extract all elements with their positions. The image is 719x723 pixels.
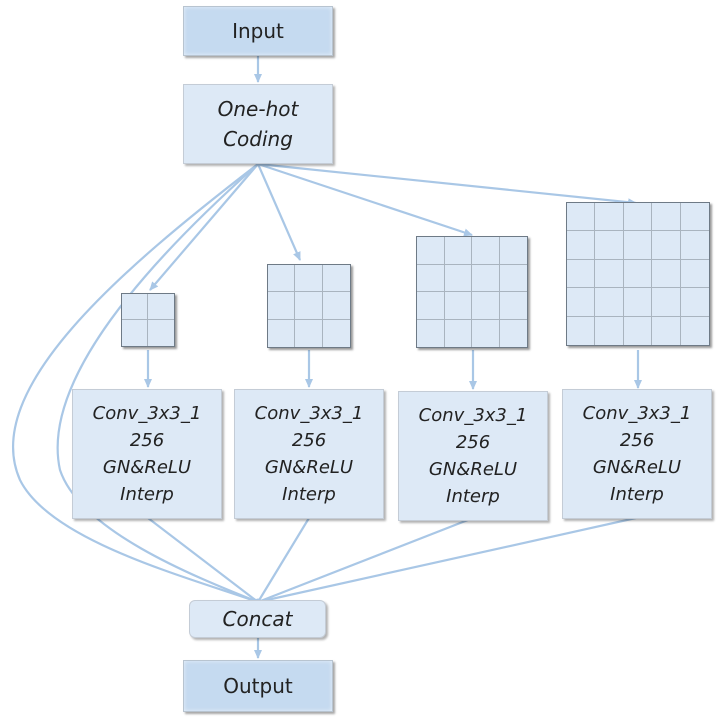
grid-cell bbox=[499, 292, 527, 320]
grid-cell bbox=[268, 319, 296, 347]
skip-onehot-to-concat-inner bbox=[56, 163, 259, 604]
grid-cell bbox=[680, 260, 709, 289]
grid-cell bbox=[322, 292, 350, 320]
arrow-onehot-to-grid-1 bbox=[149, 163, 259, 291]
line-conv-1-to-concat bbox=[147, 517, 259, 603]
grid-cell bbox=[500, 320, 528, 348]
conv-3-line-3: GN&ReLU bbox=[428, 459, 518, 480]
grid-cell bbox=[680, 203, 709, 232]
grid-cell bbox=[681, 317, 709, 345]
conv-1-line-2: 256 bbox=[129, 430, 165, 451]
grid-cell bbox=[567, 288, 596, 317]
grid-cell bbox=[122, 320, 148, 346]
conv-block-4: Conv_3x3_1 256 GN&ReLU Interp bbox=[562, 389, 712, 519]
grid-cell bbox=[652, 316, 681, 345]
concat-node: Concat bbox=[189, 600, 326, 638]
grid-cell bbox=[295, 265, 323, 293]
grid-cell bbox=[444, 264, 472, 292]
onehot-coding-node: One-hot Coding bbox=[183, 84, 333, 164]
grid-cell bbox=[652, 259, 681, 289]
grid-cell bbox=[595, 203, 624, 232]
grid-cell bbox=[499, 237, 527, 265]
grid-cell bbox=[445, 319, 472, 347]
grid-cell bbox=[623, 259, 653, 289]
grid-cell bbox=[652, 231, 681, 260]
grid-cell bbox=[417, 264, 445, 292]
grid-cell bbox=[567, 203, 596, 232]
conv-4-line-4: Interp bbox=[610, 484, 664, 505]
grid-cell bbox=[623, 203, 653, 232]
grid-cell bbox=[295, 292, 323, 320]
line-conv-4-to-concat bbox=[257, 516, 637, 604]
conv-1-line-1: Conv_3x3_1 bbox=[92, 403, 202, 424]
grid-cell bbox=[680, 288, 709, 317]
grid-cell bbox=[295, 319, 323, 347]
onehot-label-line-1: One-hot bbox=[217, 97, 299, 121]
output-label: Output bbox=[223, 674, 293, 698]
feature-grid-2x2 bbox=[121, 293, 175, 347]
skip-onehot-to-concat-outer bbox=[12, 163, 259, 604]
line-conv-2-to-concat bbox=[257, 517, 310, 603]
conv-3-line-1: Conv_3x3_1 bbox=[418, 405, 528, 426]
grid-cell bbox=[595, 231, 624, 260]
conv-1-line-3: GN&ReLU bbox=[102, 457, 192, 478]
grid-cell bbox=[472, 319, 500, 347]
grid-cell bbox=[595, 288, 624, 317]
conv-3-line-4: Interp bbox=[446, 486, 500, 507]
feature-grid-3x3 bbox=[267, 264, 351, 348]
grid-cell bbox=[444, 237, 472, 265]
output-node: Output bbox=[183, 660, 333, 712]
conv-2-line-3: GN&ReLU bbox=[264, 457, 354, 478]
grid-cell bbox=[444, 292, 472, 320]
grid-cell bbox=[595, 316, 624, 345]
grid-cell bbox=[323, 320, 350, 347]
grid-cell bbox=[472, 292, 500, 320]
arrow-onehot-to-grid-3 bbox=[257, 162, 473, 237]
conv-4-line-3: GN&ReLU bbox=[592, 457, 682, 478]
grid-cell bbox=[567, 231, 596, 260]
conv-block-1: Conv_3x3_1 256 GN&ReLU Interp bbox=[72, 389, 222, 519]
conv-3-line-2: 256 bbox=[455, 432, 491, 453]
grid-cell bbox=[268, 292, 296, 320]
conv-block-3: Conv_3x3_1 256 GN&ReLU Interp bbox=[398, 391, 548, 521]
feature-grid-4x4 bbox=[416, 236, 528, 348]
arrow-onehot-to-grid-2 bbox=[256, 163, 302, 261]
grid-cell bbox=[417, 319, 445, 347]
line-conv-3-to-concat bbox=[257, 516, 474, 604]
conv-4-line-2: 256 bbox=[619, 430, 655, 451]
conv-4-line-1: Conv_3x3_1 bbox=[582, 403, 692, 424]
arrow-onehot-to-grid-4 bbox=[257, 162, 637, 207]
grid-cell bbox=[472, 264, 500, 292]
conv-2-line-4: Interp bbox=[282, 484, 336, 505]
grid-cell bbox=[623, 231, 653, 260]
grid-cell bbox=[567, 259, 596, 289]
grid-cell bbox=[680, 231, 709, 260]
grid-cell bbox=[148, 294, 174, 320]
grid-cell bbox=[499, 265, 527, 292]
grid-cell bbox=[417, 237, 445, 265]
input-label: Input bbox=[232, 19, 284, 43]
concat-label: Concat bbox=[222, 607, 293, 631]
grid-cell bbox=[595, 259, 624, 289]
onehot-label-line-2: Coding bbox=[223, 127, 293, 151]
conv-2-line-1: Conv_3x3_1 bbox=[254, 403, 364, 424]
grid-cell bbox=[417, 292, 445, 320]
conv-block-2: Conv_3x3_1 256 GN&ReLU Interp bbox=[234, 389, 384, 519]
conv-1-line-4: Interp bbox=[120, 484, 174, 505]
grid-cell bbox=[652, 203, 681, 232]
grid-cell bbox=[148, 320, 174, 346]
grid-cell bbox=[567, 316, 596, 345]
grid-cell bbox=[472, 237, 500, 265]
conv-2-line-2: 256 bbox=[291, 430, 327, 451]
grid-cell bbox=[122, 294, 148, 320]
grid-cell bbox=[268, 265, 296, 293]
grid-cell bbox=[652, 288, 681, 317]
grid-cell bbox=[322, 265, 350, 293]
feature-grid-5x5 bbox=[566, 202, 710, 346]
input-node: Input bbox=[183, 6, 333, 56]
grid-cell bbox=[624, 316, 653, 345]
grid-cell bbox=[623, 288, 653, 317]
